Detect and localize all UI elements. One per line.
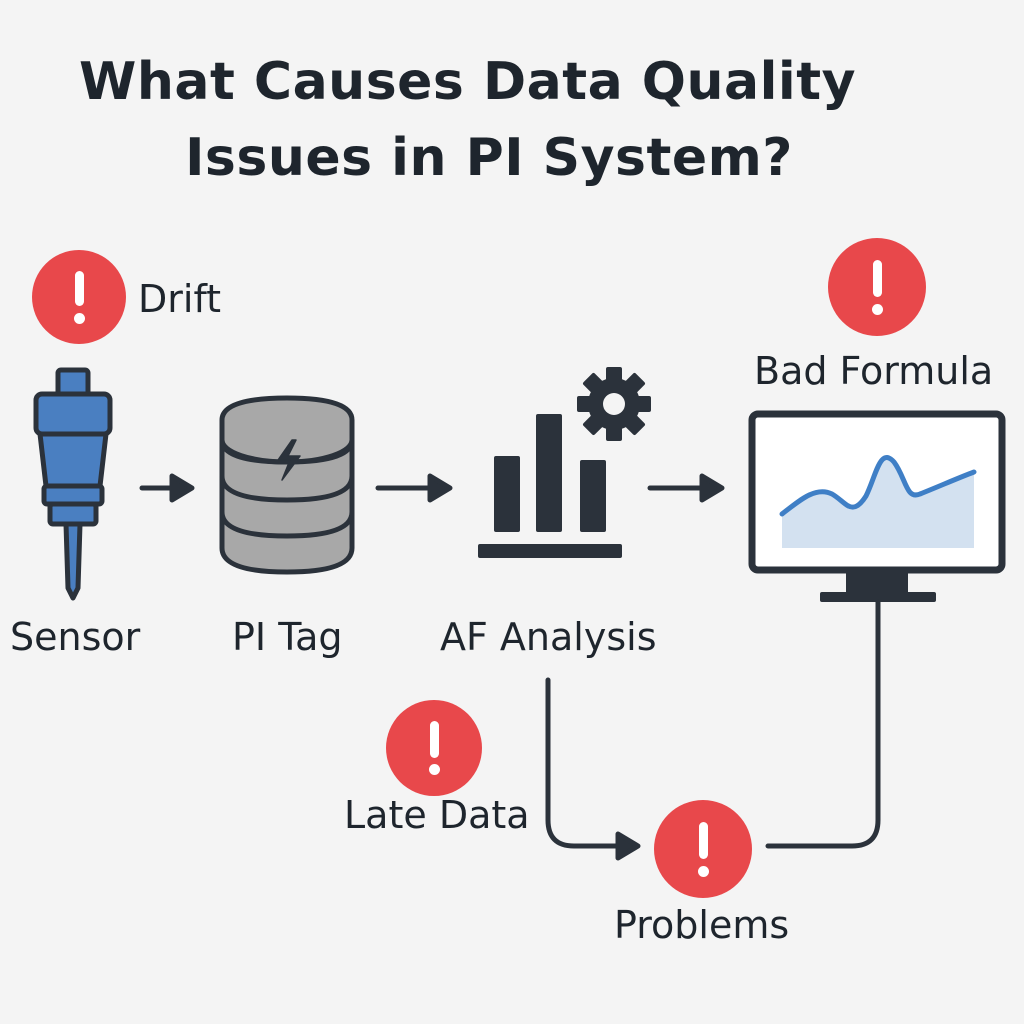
sensor-probe-icon [33,367,113,601]
drift-alert-icon [32,250,126,344]
problems-label: Problems [614,903,790,947]
database-bolt-icon [219,395,355,575]
bad-formula-alert-icon [828,238,926,336]
connector-monitor-to-problems [765,599,881,849]
title-line-2: Issues in PI System? [185,128,793,188]
monitor-line-chart-icon [748,410,1006,602]
af-analysis-label: AF Analysis [440,615,657,659]
connector-af-to-problems [545,677,641,861]
pi-tag-label: PI Tag [232,615,343,659]
bad-formula-label: Bad Formula [754,349,994,393]
problems-alert-icon [654,800,752,898]
title-line-1: What Causes Data Quality [79,52,856,112]
arrow-right-icon [139,473,195,503]
arrow-right-icon [647,473,725,503]
late-data-alert-icon [386,700,482,796]
sensor-label: Sensor [10,615,141,659]
bar-chart-gear-icon [478,367,651,558]
late-data-label: Late Data [344,793,530,837]
arrow-right-icon [375,473,453,503]
gear-icon [577,367,651,441]
drift-label: Drift [138,277,222,321]
